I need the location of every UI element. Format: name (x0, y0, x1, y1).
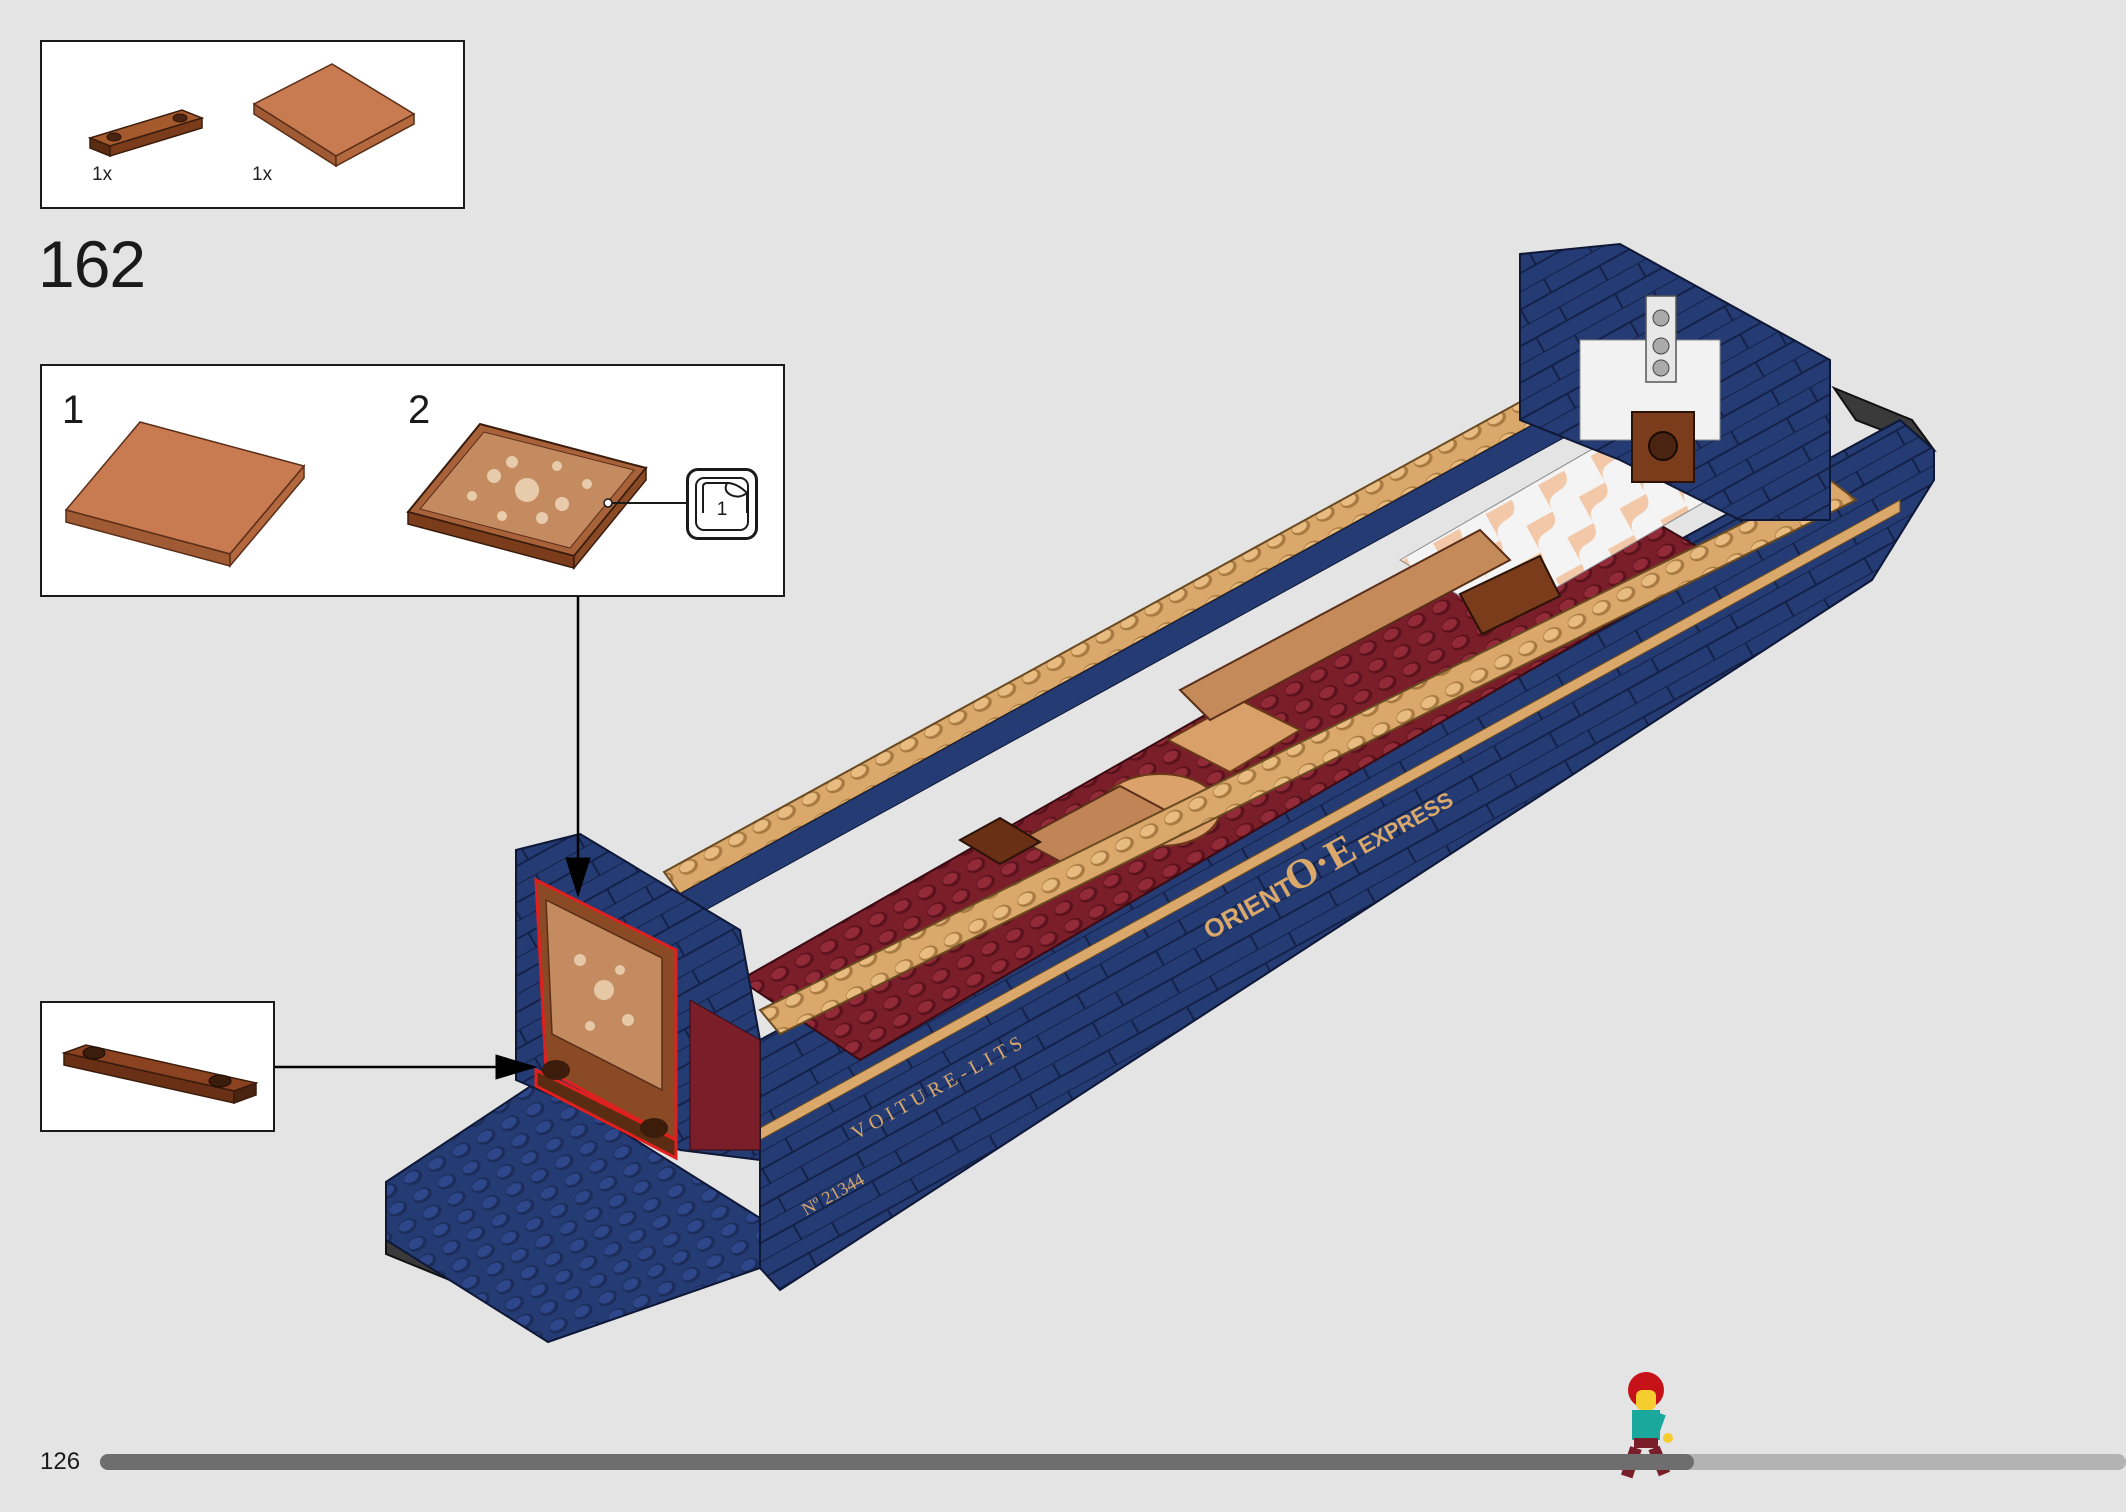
parts-list-box: 1x 1x (40, 40, 465, 209)
sticker-icon: 1 (686, 468, 758, 540)
substep-number: 2 (408, 388, 431, 432)
side-wall (759, 418, 1935, 1292)
arrow-head (565, 857, 591, 898)
side-lettering: ORIENT O·E EXPRESS (1198, 787, 1457, 945)
substep-number: 1 (62, 388, 85, 432)
plain-tile (64, 421, 306, 569)
near-wall-top (758, 478, 1858, 1036)
front-base (385, 1078, 761, 1344)
rear-coupler (1831, 385, 1937, 453)
tan-tile-part (252, 63, 416, 168)
plate-callout-box (40, 1001, 275, 1132)
part-quantity: 1x (252, 164, 273, 185)
far-wall-top (662, 378, 1580, 896)
checker-floor (1399, 409, 1761, 621)
front-wall (515, 832, 761, 1162)
placed-tile-highlight (534, 877, 678, 1143)
brown-plate-part (87, 109, 205, 158)
side-text-orient: ORIENT (1198, 871, 1299, 945)
assembly-arrows (275, 596, 591, 1080)
sticker-frame: 1 (695, 477, 749, 531)
logo-text: O·E (1277, 826, 1365, 902)
side-text-express: EXPRESS (1354, 787, 1457, 859)
subassembly-box: 1 2 (40, 364, 785, 597)
table (1165, 698, 1303, 774)
decorated-tile (406, 422, 690, 571)
plate-illustration (61, 1044, 259, 1105)
interior-floor (738, 488, 1722, 1062)
parts-illustration (87, 63, 416, 168)
rear-wall (1519, 242, 1831, 521)
arrow-head (495, 1054, 538, 1080)
car-lettering: VOITURE-LITS (848, 1030, 1031, 1145)
front-coupler (385, 1194, 554, 1322)
subassembly-illustration (64, 421, 690, 571)
progress-bar (100, 1454, 2126, 1470)
step-number: 162 (38, 227, 146, 301)
page-number: 126 (40, 1448, 81, 1475)
sticker-number: 1 (716, 499, 728, 520)
progress-fill (100, 1454, 1695, 1470)
car-number: Nº 21344 (798, 1169, 867, 1220)
part-quantity: 1x (92, 164, 113, 185)
